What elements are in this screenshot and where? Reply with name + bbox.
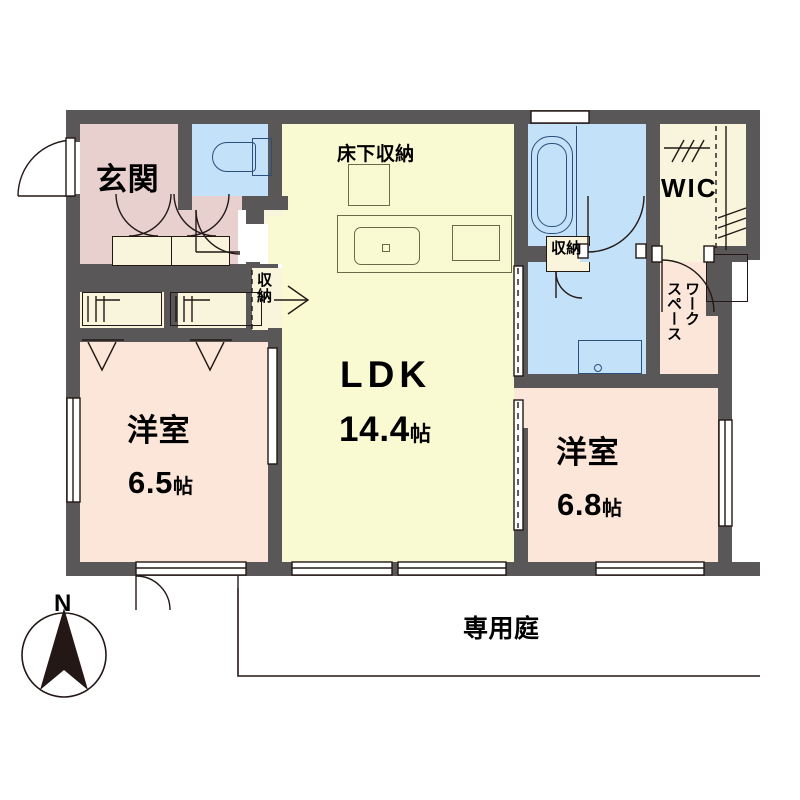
wall-workspace-shelf-base xyxy=(706,302,732,316)
closet-bay-left xyxy=(82,292,162,326)
ldk-hall-opening xyxy=(268,216,282,264)
vanity-drain xyxy=(594,364,602,372)
underfloor-storage-label: 床下収納 xyxy=(337,144,415,165)
washroom-closet-label: 収納 xyxy=(551,240,582,257)
hall-closet-label: 収納 xyxy=(255,272,272,304)
wall-entrance-toilet xyxy=(178,122,192,208)
toilet-door-opening xyxy=(192,196,242,210)
toilet-tank xyxy=(252,138,272,176)
kitchen-sink xyxy=(354,227,420,265)
wall-ldk-right xyxy=(514,122,528,576)
ldk-floor xyxy=(282,122,514,574)
bedroom-east-label: 洋室 xyxy=(556,435,620,470)
wall-workspace-left xyxy=(646,254,660,388)
wall-ldk-left-lower xyxy=(268,328,282,576)
underfloor-storage-hatch xyxy=(348,164,390,206)
private-garden-label: 専用庭 xyxy=(463,615,540,643)
workspace-label-line1: ワーク xyxy=(683,281,700,326)
compass-north-label: N xyxy=(54,590,72,617)
wall-hall-closet-top xyxy=(78,276,278,292)
bath-door-opening xyxy=(580,246,646,262)
ldk-label: LDK xyxy=(340,354,432,395)
exterior-wall-bottom xyxy=(66,562,760,576)
workspace-desk xyxy=(706,254,748,302)
hall-closet-floor xyxy=(252,268,282,330)
closet-bay-right xyxy=(170,292,262,326)
toilet-bowl xyxy=(212,142,256,172)
bedroom-west-label: 洋室 xyxy=(127,413,191,448)
bedroom-east-size-label: 6.8帖 xyxy=(557,487,623,522)
wall-entrance-bottom xyxy=(78,264,278,278)
ldk-size-label: 14.4帖 xyxy=(339,410,432,449)
entrance-label: 玄関 xyxy=(96,162,160,197)
bathtub-inner xyxy=(537,143,567,227)
bedroom-east-floor xyxy=(522,386,720,574)
wic-label: WIC xyxy=(661,173,718,203)
kitchen-counter xyxy=(337,215,512,273)
bedroom-east-ldk-opening xyxy=(514,388,528,428)
bath-partition-line xyxy=(576,126,578,236)
sink-drain xyxy=(382,244,390,252)
vanity-counter xyxy=(578,340,642,374)
bedroom-west-floor xyxy=(78,340,268,574)
washroom-floor xyxy=(522,262,650,386)
gas-stove xyxy=(452,225,500,261)
wall-bedroom-west-closet-base xyxy=(78,328,268,342)
shoe-cabinet-divider xyxy=(171,237,173,265)
bathtub-outer xyxy=(531,136,573,234)
wall-bath-right xyxy=(646,122,660,262)
wall-workspace-bottom xyxy=(646,374,732,388)
entrance-door-opening xyxy=(66,142,80,194)
wic-door-opening xyxy=(660,246,712,262)
workspace-label-line2: スペース xyxy=(665,281,682,341)
bedroom-west-size-label: 6.5帖 xyxy=(128,465,194,500)
exterior-wall-right-upper xyxy=(746,110,760,260)
